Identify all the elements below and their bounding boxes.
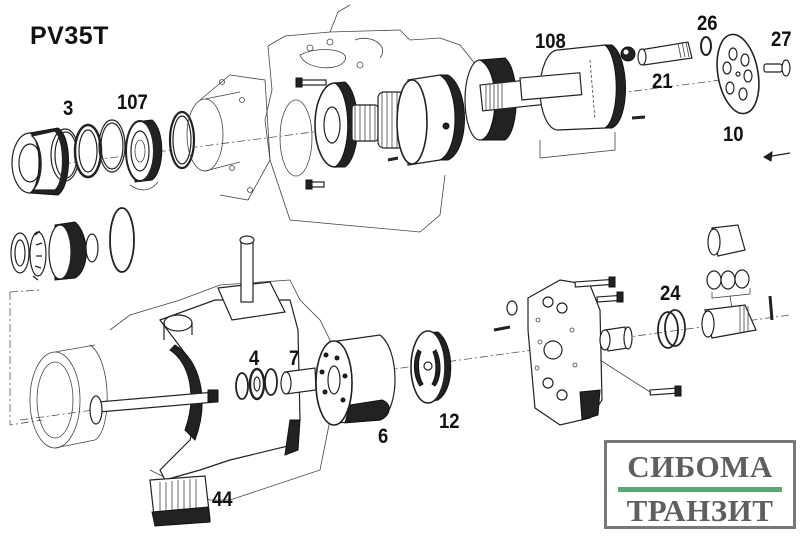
callout-27: 27 — [771, 28, 792, 51]
left-arrow-icon — [763, 151, 791, 162]
port-block-part — [527, 279, 603, 426]
callout-21: 21 — [652, 70, 673, 93]
callout-108: 108 — [535, 30, 566, 53]
bearing-4-part — [235, 367, 278, 401]
callout-10: 10 — [723, 123, 744, 146]
pin-part — [631, 115, 646, 120]
sleeve-part — [599, 326, 633, 352]
callout-3: 3 — [63, 97, 74, 120]
logo-line-2: ТРАНЗИТ — [626, 493, 774, 528]
front-flange-part — [186, 74, 271, 201]
bracket-108 — [539, 132, 616, 159]
fitting-part — [701, 224, 774, 339]
dowel-part — [493, 325, 511, 332]
yoke-swashplate-part — [149, 235, 301, 527]
ball-part — [620, 46, 636, 62]
ring-housing-part — [396, 74, 465, 166]
shaft-drum-108-part — [464, 44, 626, 141]
seal-ring-part — [168, 110, 196, 170]
plate-10-part — [716, 33, 760, 115]
model-title: PV35T — [30, 22, 109, 50]
callout-12: 12 — [439, 410, 460, 433]
port-o-ring-part — [506, 300, 518, 316]
gasket-part — [279, 99, 313, 177]
bolt-parts — [574, 276, 682, 397]
callout-24: 24 — [660, 282, 681, 305]
logo-accent-bar — [618, 487, 782, 492]
callout-4: 4 — [249, 347, 260, 370]
logo-line-1: СИБОМА — [627, 449, 773, 484]
screw-27-part — [763, 59, 791, 77]
pin-part — [387, 156, 399, 162]
gear-plate-part — [314, 81, 359, 168]
swash-pin-part — [89, 389, 219, 425]
o-ring-parts — [50, 119, 126, 182]
screw-parts-upper — [295, 77, 327, 190]
cylinder-block-6-part — [315, 334, 396, 426]
spool-21-part — [637, 41, 693, 66]
locknut-set-part — [10, 207, 135, 281]
seal-26-part — [700, 36, 712, 56]
ring-24-part — [657, 309, 686, 349]
bearing-107-part — [125, 119, 163, 183]
lower-dashed-bracket — [9, 289, 43, 426]
valve-plate-12-part — [410, 330, 452, 404]
sleeve-7-part — [280, 367, 317, 395]
company-logo: СИБОМА ТРАНЗИТ — [604, 440, 796, 529]
gear-set-part — [351, 91, 405, 149]
rear-housing-outline — [29, 279, 331, 501]
callout-107: 107 — [117, 91, 148, 114]
callout-6: 6 — [378, 425, 389, 448]
callout-44: 44 — [212, 488, 233, 511]
bracket-107 — [129, 181, 159, 191]
callout-7: 7 — [289, 347, 300, 370]
callout-26: 26 — [697, 12, 718, 35]
seal-carrier-part — [11, 127, 69, 196]
